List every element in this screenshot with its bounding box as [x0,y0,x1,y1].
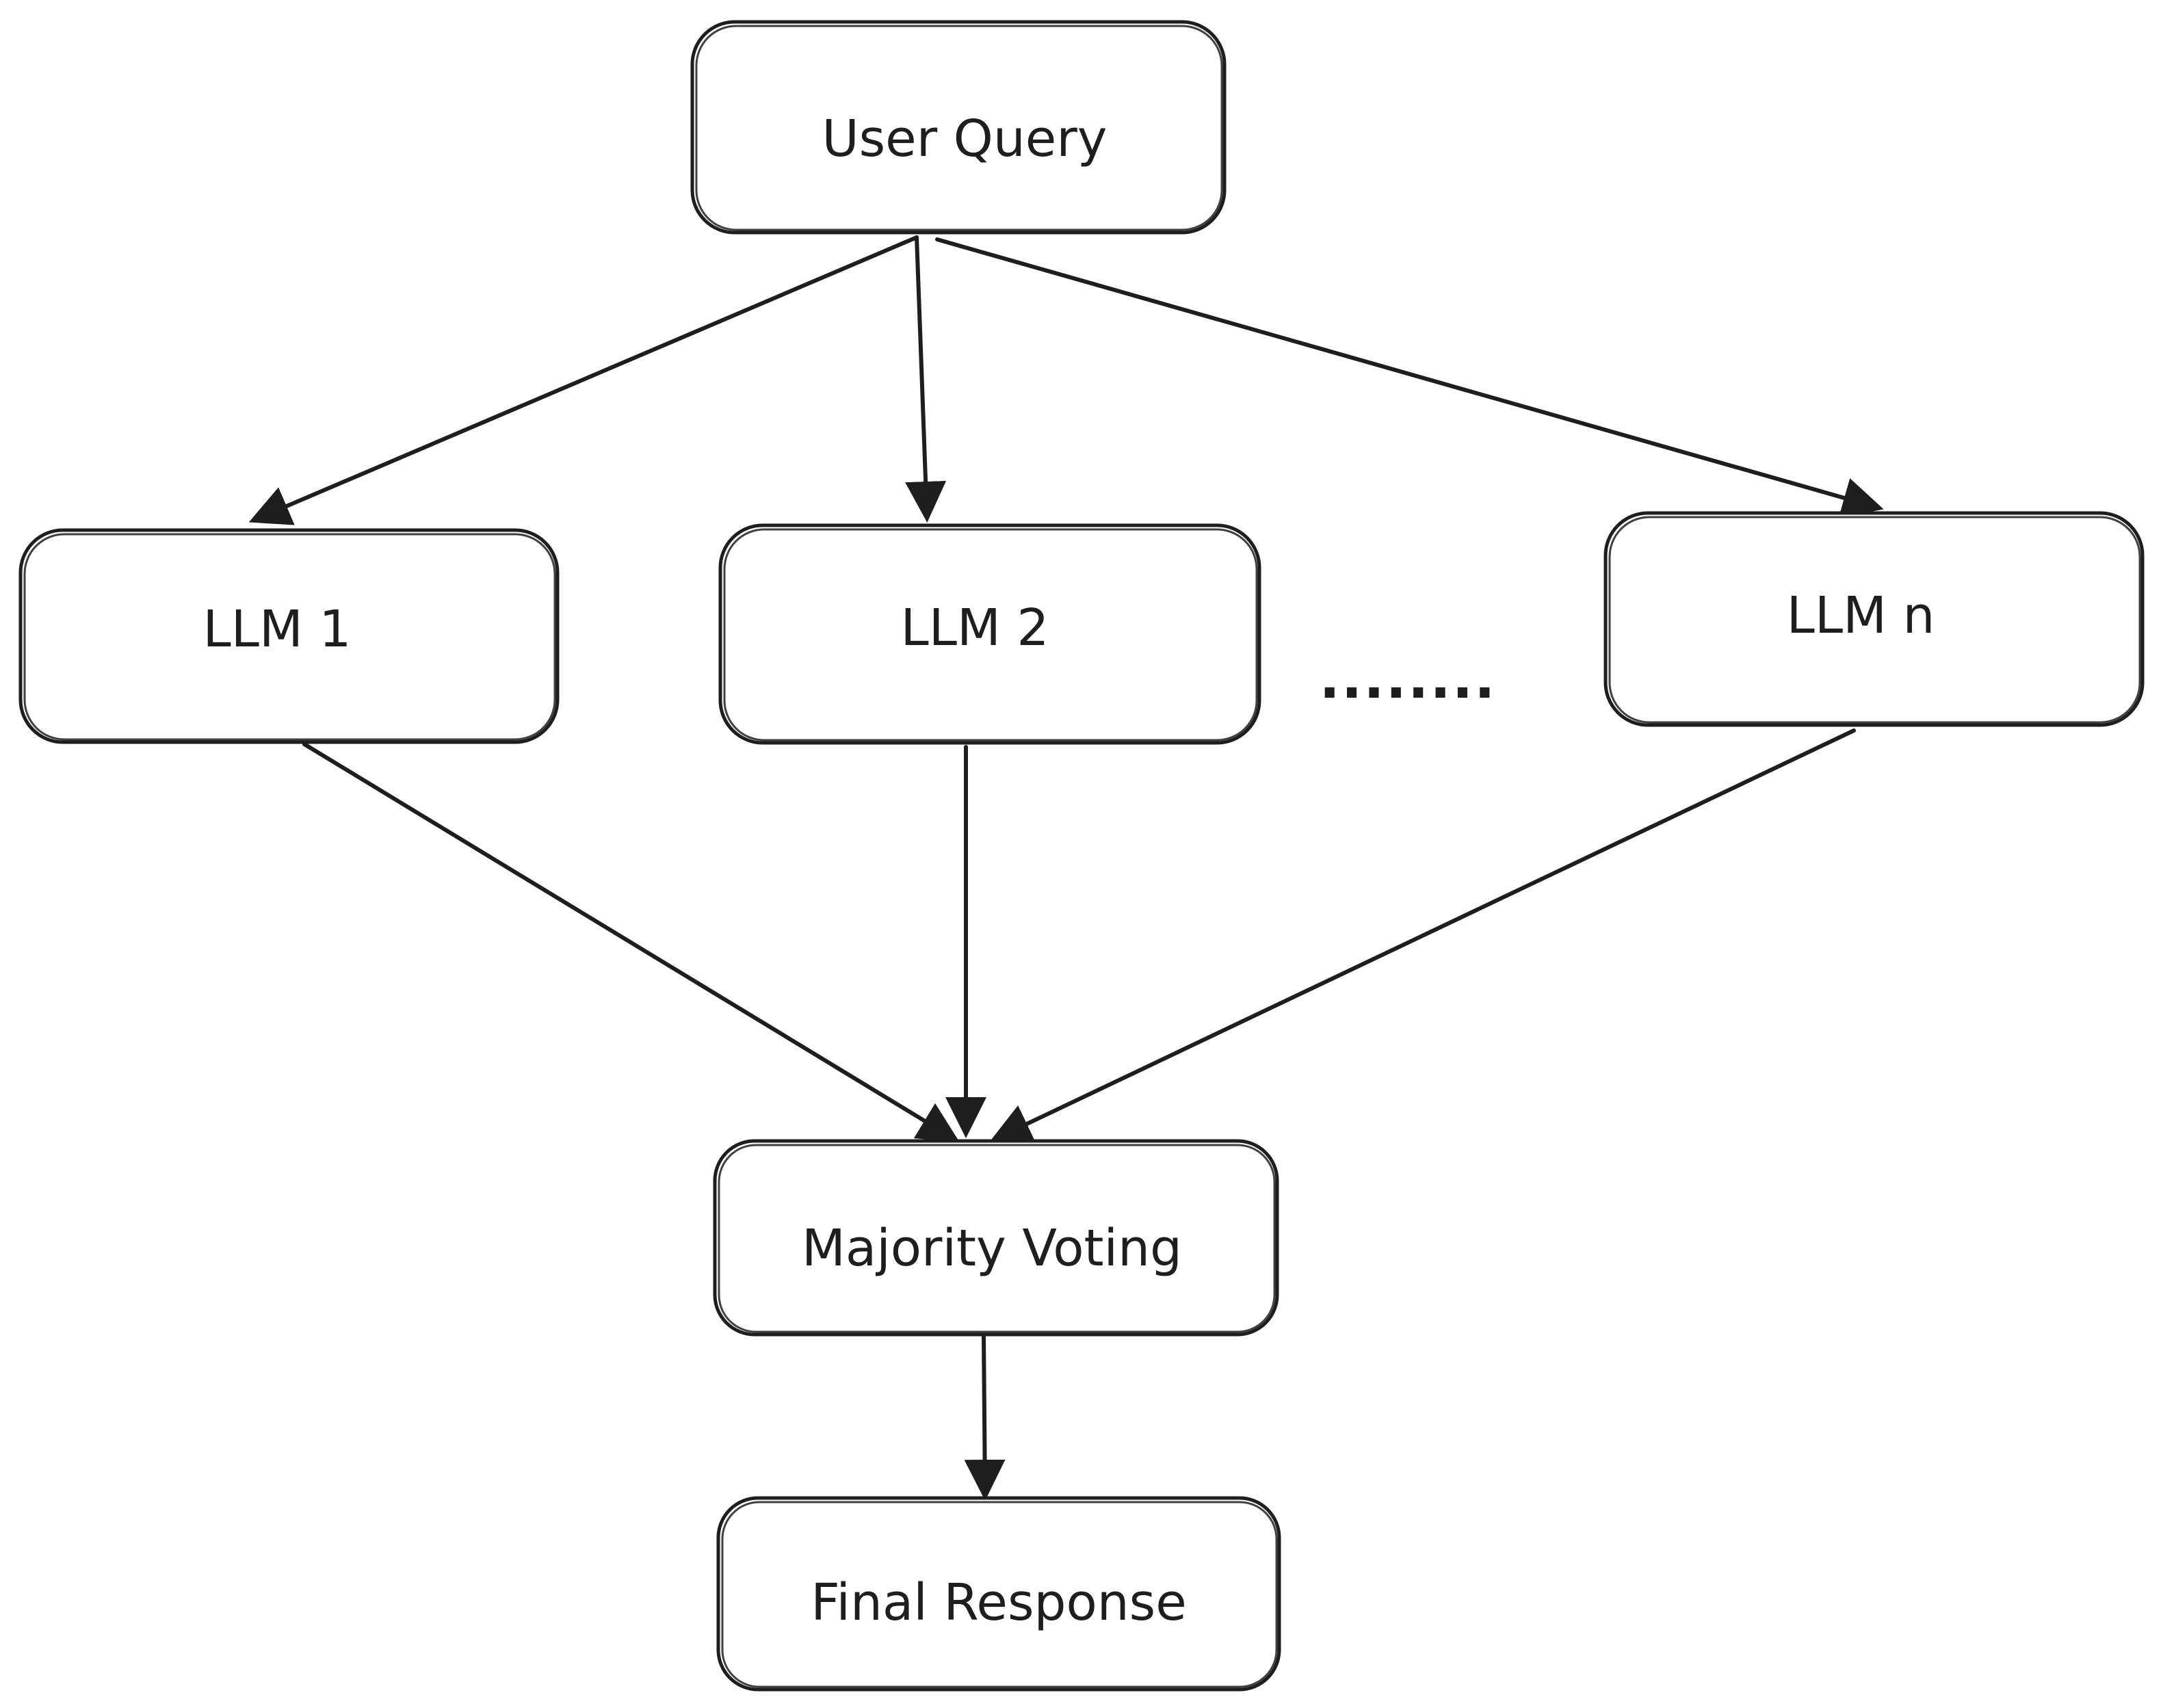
node-llm-n-label: LLM n [1787,586,1935,645]
node-final-response: Final Response [716,1496,1281,1692]
node-majority-voting: Majority Voting [713,1139,1279,1337]
edges [248,235,1884,1501]
node-llm-1-label: LLM 1 [203,600,352,659]
edge-query-to-llm1 [248,235,919,525]
node-llm-2: LLM 2 [718,523,1261,745]
node-majority-voting-label: Majority Voting [802,1219,1182,1278]
node-final-response-label: Final Response [811,1573,1186,1632]
node-llm-n: LLM n [1603,511,2145,727]
edge-llmn-to-voting [989,728,1856,1143]
node-llm-2-label: LLM 2 [901,599,1049,657]
edge-query-to-llmn [935,237,1884,518]
node-user-query: User Query [690,20,1227,235]
edge-query-to-llm2 [905,235,947,523]
node-llm-1: LLM 1 [18,528,560,744]
node-user-query-label: User Query [822,109,1107,168]
edge-voting-to-final [964,1333,1006,1501]
ellipsis: ........ [1319,647,1496,711]
edge-llm1-to-voting [302,742,960,1142]
